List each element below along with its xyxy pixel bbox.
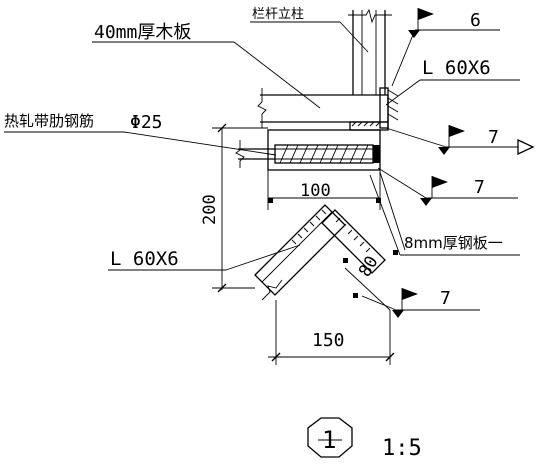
leader-steel-plate: 8mm厚钢板一: [400, 234, 520, 256]
steel-plate-label: 8mm厚钢板一: [404, 234, 503, 252]
leader-railing-post: 栏杆立柱: [250, 7, 369, 53]
top-angle-steel: [349, 87, 399, 131]
weld-symbol-6: 6: [391, 8, 500, 87]
dimension-150: 150: [268, 300, 395, 365]
dimension-100: 100: [268, 181, 380, 201]
weld-7a-label: 7: [488, 127, 499, 148]
railing-post-label: 栏杆立柱: [252, 7, 304, 22]
weld-symbol-7b: 7: [377, 167, 518, 206]
railing-post: [348, 8, 392, 95]
dim-200-label: 200: [200, 194, 220, 225]
wood-board-label: 40mm厚木板: [94, 22, 191, 43]
dim-150-label: 150: [312, 330, 345, 351]
left-angle-label: L 60X6: [110, 248, 179, 270]
weld-7b-label: 7: [474, 177, 485, 198]
weld-symbol-7a: 7: [385, 125, 535, 156]
top-angle-label: L 60X6: [422, 57, 491, 79]
rebar-anchor: [235, 129, 381, 171]
rebar-dia-label: Φ25: [130, 112, 163, 133]
weld-symbol-7c: 7: [361, 288, 480, 318]
leader-rebar: 热轧带肋钢筋 Φ25: [4, 112, 277, 156]
dim-100-label: 100: [300, 181, 331, 201]
diagonal-angle-steel: [254, 204, 346, 301]
leader-top-angle: L 60X6: [385, 57, 520, 106]
weld-6-label: 6: [470, 10, 481, 31]
detail-marker: 1 1:5: [307, 417, 422, 461]
scale-label: 1:5: [382, 436, 422, 461]
leader-left-angle: L 60X6: [108, 244, 301, 271]
weld-7c-label: 7: [440, 288, 451, 309]
steel-plate: [321, 171, 406, 311]
detail-number: 1: [322, 426, 336, 454]
leader-wood-board: 40mm厚木板: [92, 22, 321, 109]
rebar-label: 热轧带肋钢筋: [4, 112, 94, 130]
dim-80-label: 80: [355, 253, 383, 281]
dimension-200: 200: [200, 123, 268, 293]
